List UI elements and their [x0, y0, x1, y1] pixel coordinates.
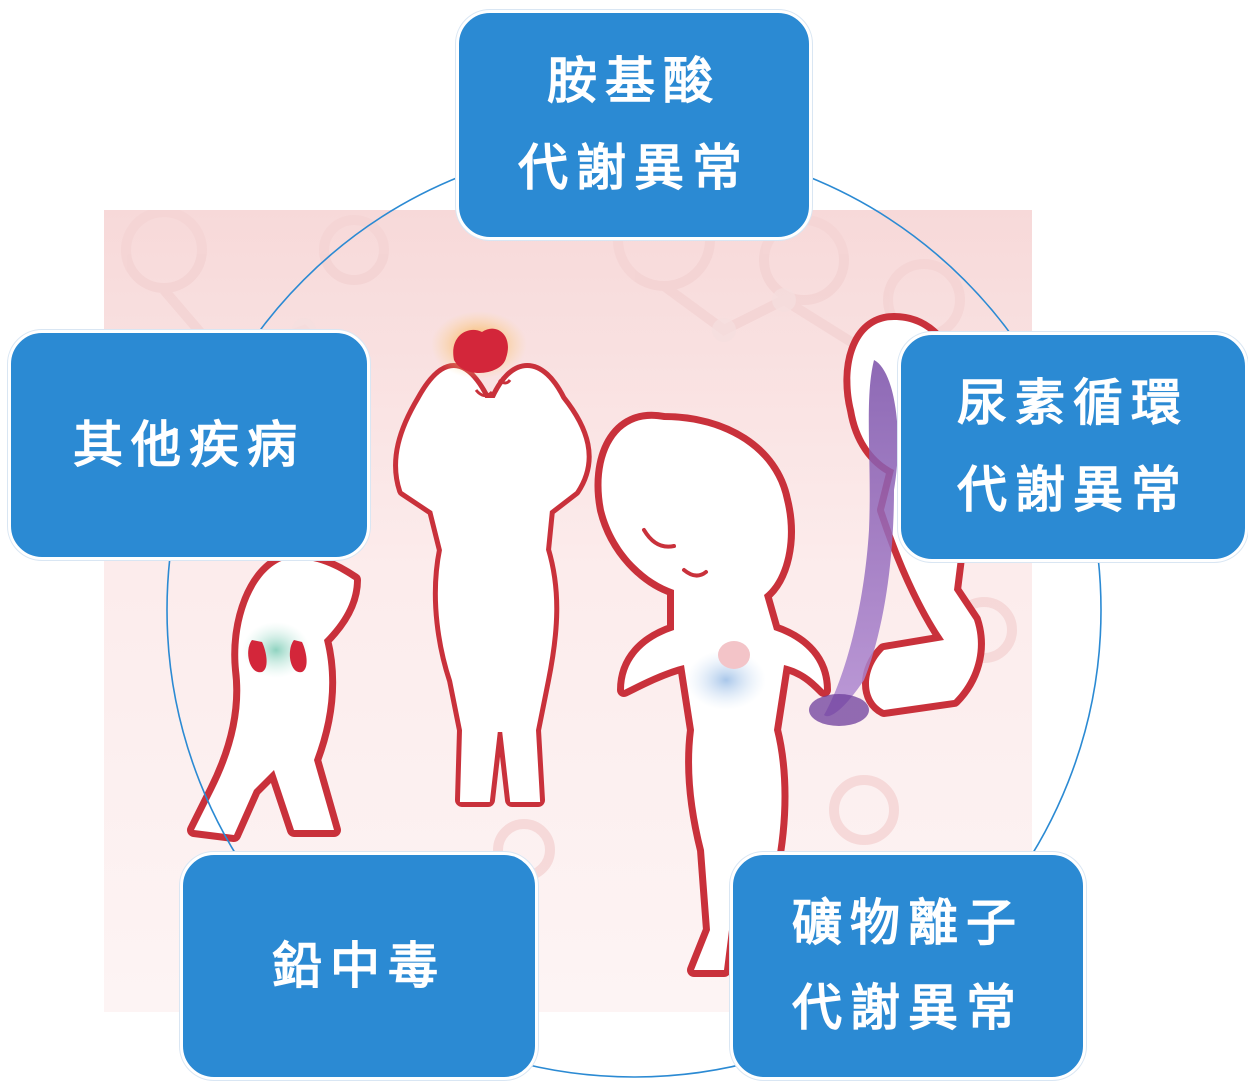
- category-label-line1: 其他疾病: [73, 415, 305, 474]
- category-label-line2: 代謝異常: [957, 460, 1189, 519]
- category-label-line2: 代謝異常: [792, 979, 1024, 1038]
- category-label-line2: 代謝異常: [518, 138, 750, 197]
- category-label-line1: 鉛中毒: [272, 936, 446, 995]
- category-label-line1: 礦物離子: [792, 893, 1024, 952]
- category-other-diseases: 其他疾病: [8, 330, 370, 560]
- category-mineral-ion-metabolism: 礦物離子 代謝異常: [730, 852, 1086, 1080]
- category-urea-cycle-metabolism: 尿素循環 代謝異常: [898, 332, 1248, 562]
- category-label-line1: 尿素循環: [957, 374, 1189, 433]
- category-amino-acid-metabolism: 胺基酸 代謝異常: [456, 10, 812, 240]
- category-label-line1: 胺基酸: [547, 52, 721, 111]
- category-lead-poisoning: 鉛中毒: [180, 852, 538, 1080]
